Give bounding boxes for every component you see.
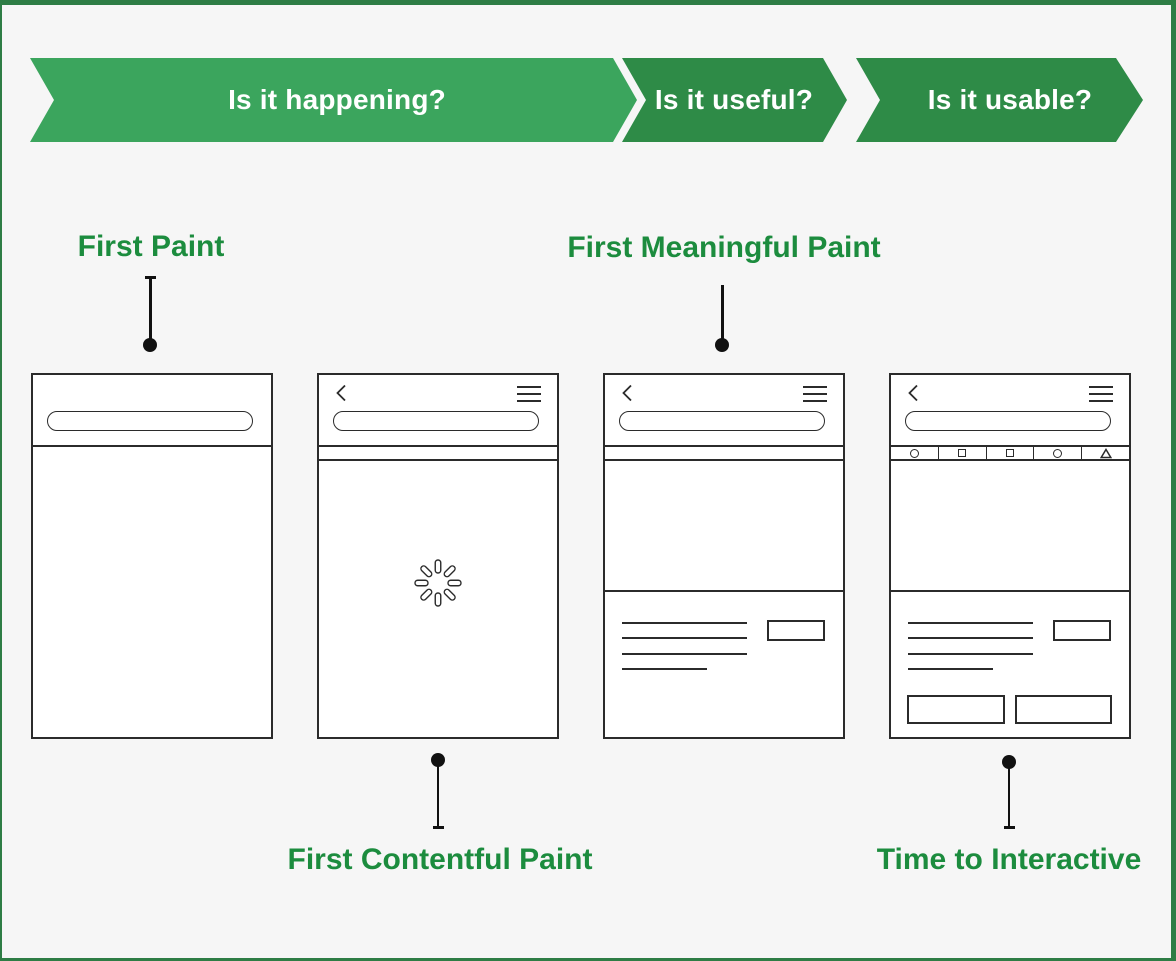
label-first-meaningful-paint: First Meaningful Paint — [567, 231, 881, 264]
loading-spinner-icon — [414, 559, 462, 607]
tab-bar — [891, 445, 1129, 461]
banner-label-useful: Is it useful? — [654, 84, 814, 115]
square-icon — [1005, 449, 1014, 457]
banner-segment-happening — [30, 58, 637, 142]
connector-dot — [143, 338, 157, 352]
url-bar-pill — [333, 411, 539, 431]
circle-icon — [1053, 448, 1063, 458]
connector-dot — [715, 338, 729, 352]
connector-line — [721, 285, 724, 339]
circle-icon — [909, 448, 919, 458]
hero-placeholder — [891, 461, 1129, 592]
url-bar-pill — [905, 411, 1111, 431]
url-bar-pill — [47, 411, 253, 431]
back-chevron-icon — [908, 384, 918, 402]
skeleton-text-line — [908, 653, 1033, 655]
hamburger-menu-icon — [1089, 386, 1113, 402]
toolbar-strip — [605, 445, 843, 461]
phone-first-meaningful-paint — [603, 373, 845, 739]
triangle-icon — [1099, 447, 1112, 458]
skeleton-text-line — [908, 622, 1033, 624]
skeleton-text-line — [908, 637, 1033, 639]
tab-cell — [1082, 447, 1129, 459]
banner-label-usable: Is it usable? — [927, 84, 1093, 115]
phone-first-paint — [31, 373, 273, 739]
connector-cap — [432, 826, 444, 829]
phone-time-to-interactive — [889, 373, 1131, 739]
hamburger-menu-icon — [517, 386, 541, 402]
banner-arrow-svg — [30, 58, 1143, 142]
back-chevron-icon — [336, 384, 346, 402]
skeleton-text-line — [622, 622, 747, 624]
label-first-contentful-paint: First Contentful Paint — [287, 843, 593, 876]
connector-cap — [1003, 826, 1015, 829]
label-time-to-interactive: Time to Interactive — [876, 843, 1142, 876]
square-icon — [958, 449, 967, 457]
banner-segment-usable — [856, 58, 1143, 142]
connector-line — [436, 765, 439, 828]
back-chevron-icon — [622, 384, 632, 402]
cta-button-right — [1015, 695, 1112, 724]
label-first-paint: First Paint — [77, 230, 225, 263]
connector-line — [1007, 767, 1010, 828]
header-divider — [33, 445, 271, 447]
hamburger-menu-icon — [803, 386, 827, 402]
banner-segment-useful — [622, 58, 847, 142]
phone-first-contentful-paint — [317, 373, 559, 739]
skeleton-button — [1053, 620, 1111, 641]
hero-placeholder — [605, 461, 843, 592]
url-bar-pill — [619, 411, 825, 431]
skeleton-text-line — [908, 668, 993, 670]
cta-button-left — [907, 695, 1005, 724]
skeleton-text-line — [622, 653, 747, 655]
connector-dot — [1002, 755, 1016, 769]
tab-cell — [1034, 447, 1083, 459]
connector-dot — [431, 753, 445, 767]
tab-cell — [987, 447, 1035, 459]
toolbar-strip — [319, 445, 557, 461]
skeleton-text-line — [622, 668, 707, 670]
skeleton-button — [767, 620, 825, 641]
skeleton-text-line — [622, 637, 747, 639]
tab-cell — [891, 447, 939, 459]
banner-label-happening: Is it happening? — [228, 84, 446, 115]
tab-cell — [939, 447, 987, 459]
connector-line — [149, 276, 152, 339]
